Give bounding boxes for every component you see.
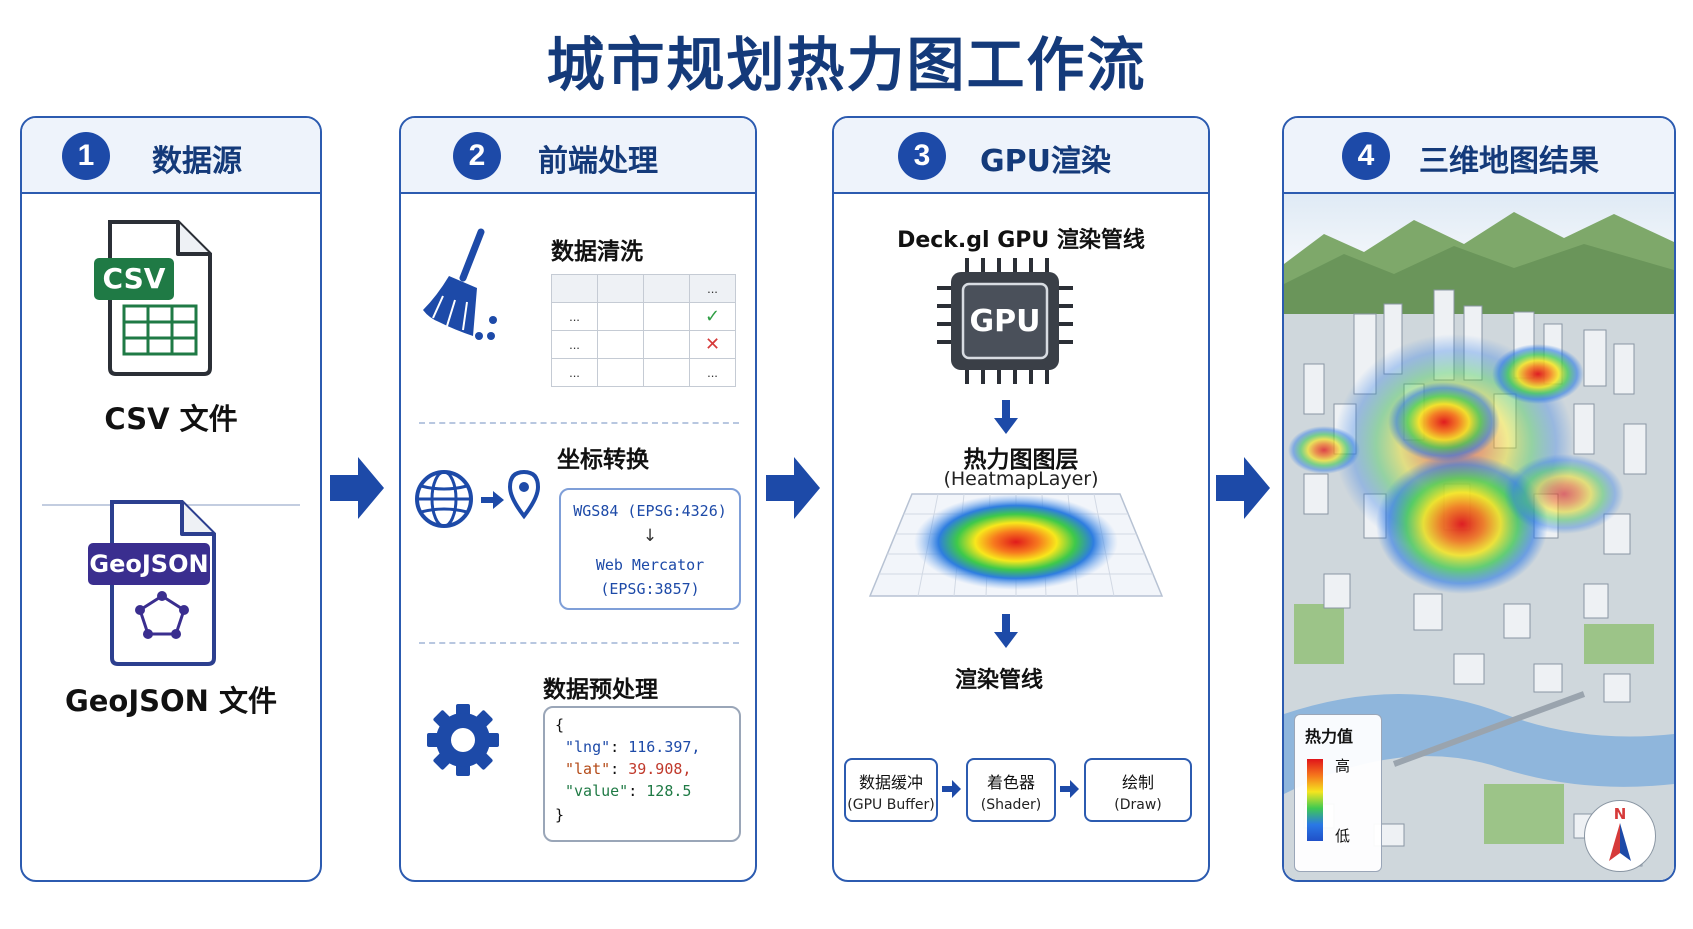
compass: N — [1584, 800, 1656, 872]
step-number: 2 — [453, 132, 501, 180]
panel-header: 3 GPU渲染 — [834, 118, 1208, 194]
flow-arrow-icon — [1216, 457, 1270, 519]
arrow-right-icon — [942, 780, 961, 798]
panel-data-source: 1 数据源 CSV CSV 文件 GeoJSON GeoJSON 文件 — [20, 116, 322, 882]
stage-sub: (Shader) — [980, 797, 1042, 813]
arrow-right-icon — [1060, 780, 1079, 798]
heat-legend: 热力值 高 低 — [1294, 714, 1382, 872]
divider — [419, 642, 739, 644]
arrow-down-icon — [994, 400, 1018, 434]
render-pipeline-title: 渲染管线 — [954, 668, 1043, 693]
gpu-chip-label: GPU — [969, 304, 1041, 339]
code-key: "lng" — [565, 738, 611, 756]
panel-title: 三维地图结果 — [1419, 144, 1599, 179]
stage-name: 数据缓冲 — [858, 773, 923, 792]
legend-low: 低 — [1335, 827, 1351, 845]
arrow-right-icon — [481, 491, 504, 509]
flow-arrow-icon — [330, 457, 384, 519]
code-line: "lat": 39.908, — [565, 760, 692, 778]
panel-frontend-processing: 2 前端处理 数据清洗 ... ...✓ ...✕ ...... 坐标转换 WG… — [399, 116, 757, 882]
gear-icon — [427, 704, 499, 776]
panel-header: 4 三维地图结果 — [1284, 118, 1674, 194]
coord-to-epsg: (EPSG:3857) — [600, 580, 700, 598]
stage-name: 着色器 — [986, 773, 1035, 792]
panel-title: GPU渲染 — [980, 144, 1111, 179]
coord-arrow: ↓ — [642, 526, 658, 546]
code-line: "lng": 116.397, — [565, 738, 701, 756]
panel-header: 1 数据源 — [22, 118, 320, 194]
compass-needle-icon — [1609, 823, 1631, 861]
table-cell: ... — [689, 274, 736, 303]
coordinate-box: WGS84 (EPSG:4326) ↓ Web Mercator (EPSG:3… — [559, 488, 741, 610]
code-value: 128.5 — [646, 782, 692, 800]
code-line: } — [555, 806, 565, 824]
broom-icon — [423, 228, 497, 340]
code-line: "value": 128.5 — [565, 782, 692, 800]
table-cell: ... — [551, 330, 598, 359]
heatmap-layer-subtitle: (HeatmapLayer) — [943, 468, 1099, 490]
step-number: 4 — [1342, 132, 1390, 180]
heatmap-plane — [868, 493, 1164, 597]
code-key: "value" — [565, 782, 629, 800]
coord-from: WGS84 (EPSG:4326) — [573, 502, 727, 520]
table-cell: ... — [689, 358, 736, 387]
pipeline-stage-draw: 绘制 (Draw) — [1084, 758, 1192, 822]
arrow-down-icon — [994, 614, 1018, 648]
stage-sub: (Draw) — [1114, 797, 1162, 813]
location-pin-icon — [507, 470, 541, 520]
code-value: 116.397, — [628, 738, 701, 756]
section-title-cleaning: 数据清洗 — [551, 239, 643, 265]
legend-color-bar — [1307, 759, 1323, 841]
table-cell: ... — [551, 358, 598, 387]
compass-north: N — [1613, 805, 1627, 823]
geojson-badge: GeoJSON — [88, 543, 210, 585]
section-title-coordinate: 坐标转换 — [557, 447, 649, 473]
step-number: 3 — [898, 132, 946, 180]
heatmap-layer-title: 热力图图层 — [963, 447, 1079, 473]
stage-name: 绘制 — [1121, 773, 1154, 792]
page-title: 城市规划热力图工作流 — [546, 31, 1147, 99]
pipeline-title: Deck.gl GPU 渲染管线 — [897, 228, 1145, 253]
geojson-file-label: GeoJSON 文件 — [64, 684, 278, 718]
panel-3d-map-result: 4 三维地图结果 — [1282, 116, 1676, 882]
legend-high: 高 — [1335, 757, 1351, 775]
code-sample: { "lng": 116.397, "lat": 39.908, "value"… — [543, 706, 741, 842]
flow-arrow-icon — [766, 457, 820, 519]
city-map-image — [1284, 194, 1674, 880]
pipeline-stage-buffer: 数据缓冲 (GPU Buffer) — [844, 758, 938, 822]
coord-to: Web Mercator — [595, 556, 705, 574]
section-title-preprocess: 数据预处理 — [543, 677, 658, 703]
code-key: "lat" — [565, 760, 611, 778]
csv-badge: CSV — [94, 258, 174, 300]
code-value: 39.908, — [628, 760, 692, 778]
panel-header: 2 前端处理 — [401, 118, 755, 194]
table-cell: ... — [551, 302, 598, 331]
check-icon: ✓ — [689, 302, 736, 331]
legend-title: 热力值 — [1305, 727, 1354, 746]
panel-gpu-render: 3 GPU渲染 Deck.gl GPU 渲染管线 GPU 热力图图层 (Heat… — [832, 116, 1210, 882]
step-number: 1 — [62, 132, 110, 180]
pipeline-stage-shader: 着色器 (Shader) — [966, 758, 1056, 822]
panel-title: 数据源 — [152, 144, 242, 179]
stage-sub: (GPU Buffer) — [847, 797, 935, 813]
cross-icon: ✕ — [689, 330, 736, 359]
divider — [419, 422, 739, 424]
panel-title: 前端处理 — [538, 144, 658, 179]
csv-file-label: CSV 文件 — [104, 402, 238, 436]
gpu-chip-icon — [937, 258, 1073, 384]
data-table: ... ...✓ ...✕ ...... — [551, 274, 736, 387]
globe-icon — [415, 470, 473, 528]
code-line: { — [555, 716, 565, 734]
